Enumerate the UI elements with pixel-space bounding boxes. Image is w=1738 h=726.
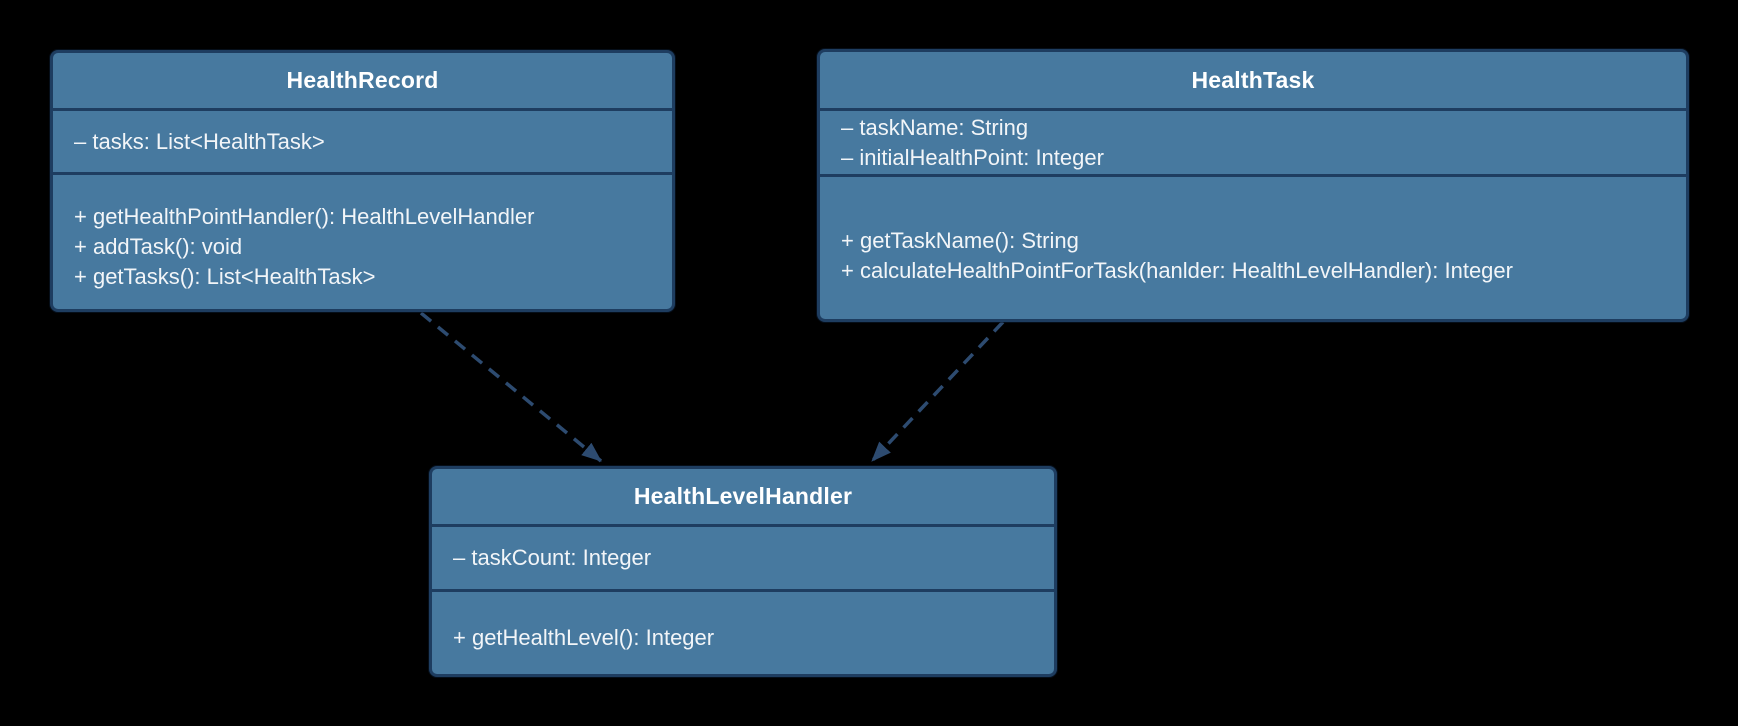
- method-line: + addTask(): void: [74, 234, 243, 259]
- class-title-healthlevelhandler: HealthLevelHandler: [432, 469, 1054, 527]
- class-box-healthrecord: HealthRecord – tasks: List<HealthTask> +…: [50, 50, 675, 312]
- class-box-healthtask: HealthTask – taskName: String – initialHe…: [817, 49, 1689, 322]
- methods-compartment-healthrecord: + getHealthPointHandler(): HealthLevelHa…: [53, 175, 672, 309]
- class-title-healthrecord: HealthRecord: [53, 53, 672, 111]
- class-title-healthtask: HealthTask: [820, 52, 1686, 111]
- dependency-arrow-healthtask-to-healthlevelhandler: [870, 320, 1005, 463]
- methods-compartment-healthtask: + getTaskName(): String + calculateHealth…: [820, 177, 1686, 319]
- attribute-line: – initialHealthPoint: Integer: [841, 144, 1104, 170]
- method-line: + getTasks(): List<HealthTask>: [74, 264, 376, 289]
- attribute-line: – taskCount: Integer: [453, 545, 652, 570]
- attribute-line: – tasks: List<HealthTask>: [74, 128, 325, 154]
- attributes-compartment-healthtask: – taskName: String – initialHealthPoint: …: [820, 111, 1686, 177]
- method-line: + calculateHealthPointForTask(hanlder: H…: [841, 258, 1513, 283]
- attributes-compartment-healthlevelhandler: – taskCount: Integer: [432, 527, 1054, 592]
- dependency-arrow-healthrecord-to-healthlevelhandler: [419, 311, 603, 463]
- methods-compartment-healthlevelhandler: + getHealthLevel(): Integer: [432, 592, 1054, 674]
- method-line: + getHealthPointHandler(): HealthLevelHa…: [74, 204, 535, 229]
- method-line: + getTaskName(): String: [841, 228, 1079, 253]
- attribute-line: – taskName: String: [841, 114, 1029, 140]
- class-box-healthlevelhandler: HealthLevelHandler – taskCount: Integer …: [429, 466, 1057, 677]
- attributes-compartment-healthrecord: – tasks: List<HealthTask>: [53, 111, 672, 175]
- method-line: + getHealthLevel(): Integer: [453, 625, 715, 650]
